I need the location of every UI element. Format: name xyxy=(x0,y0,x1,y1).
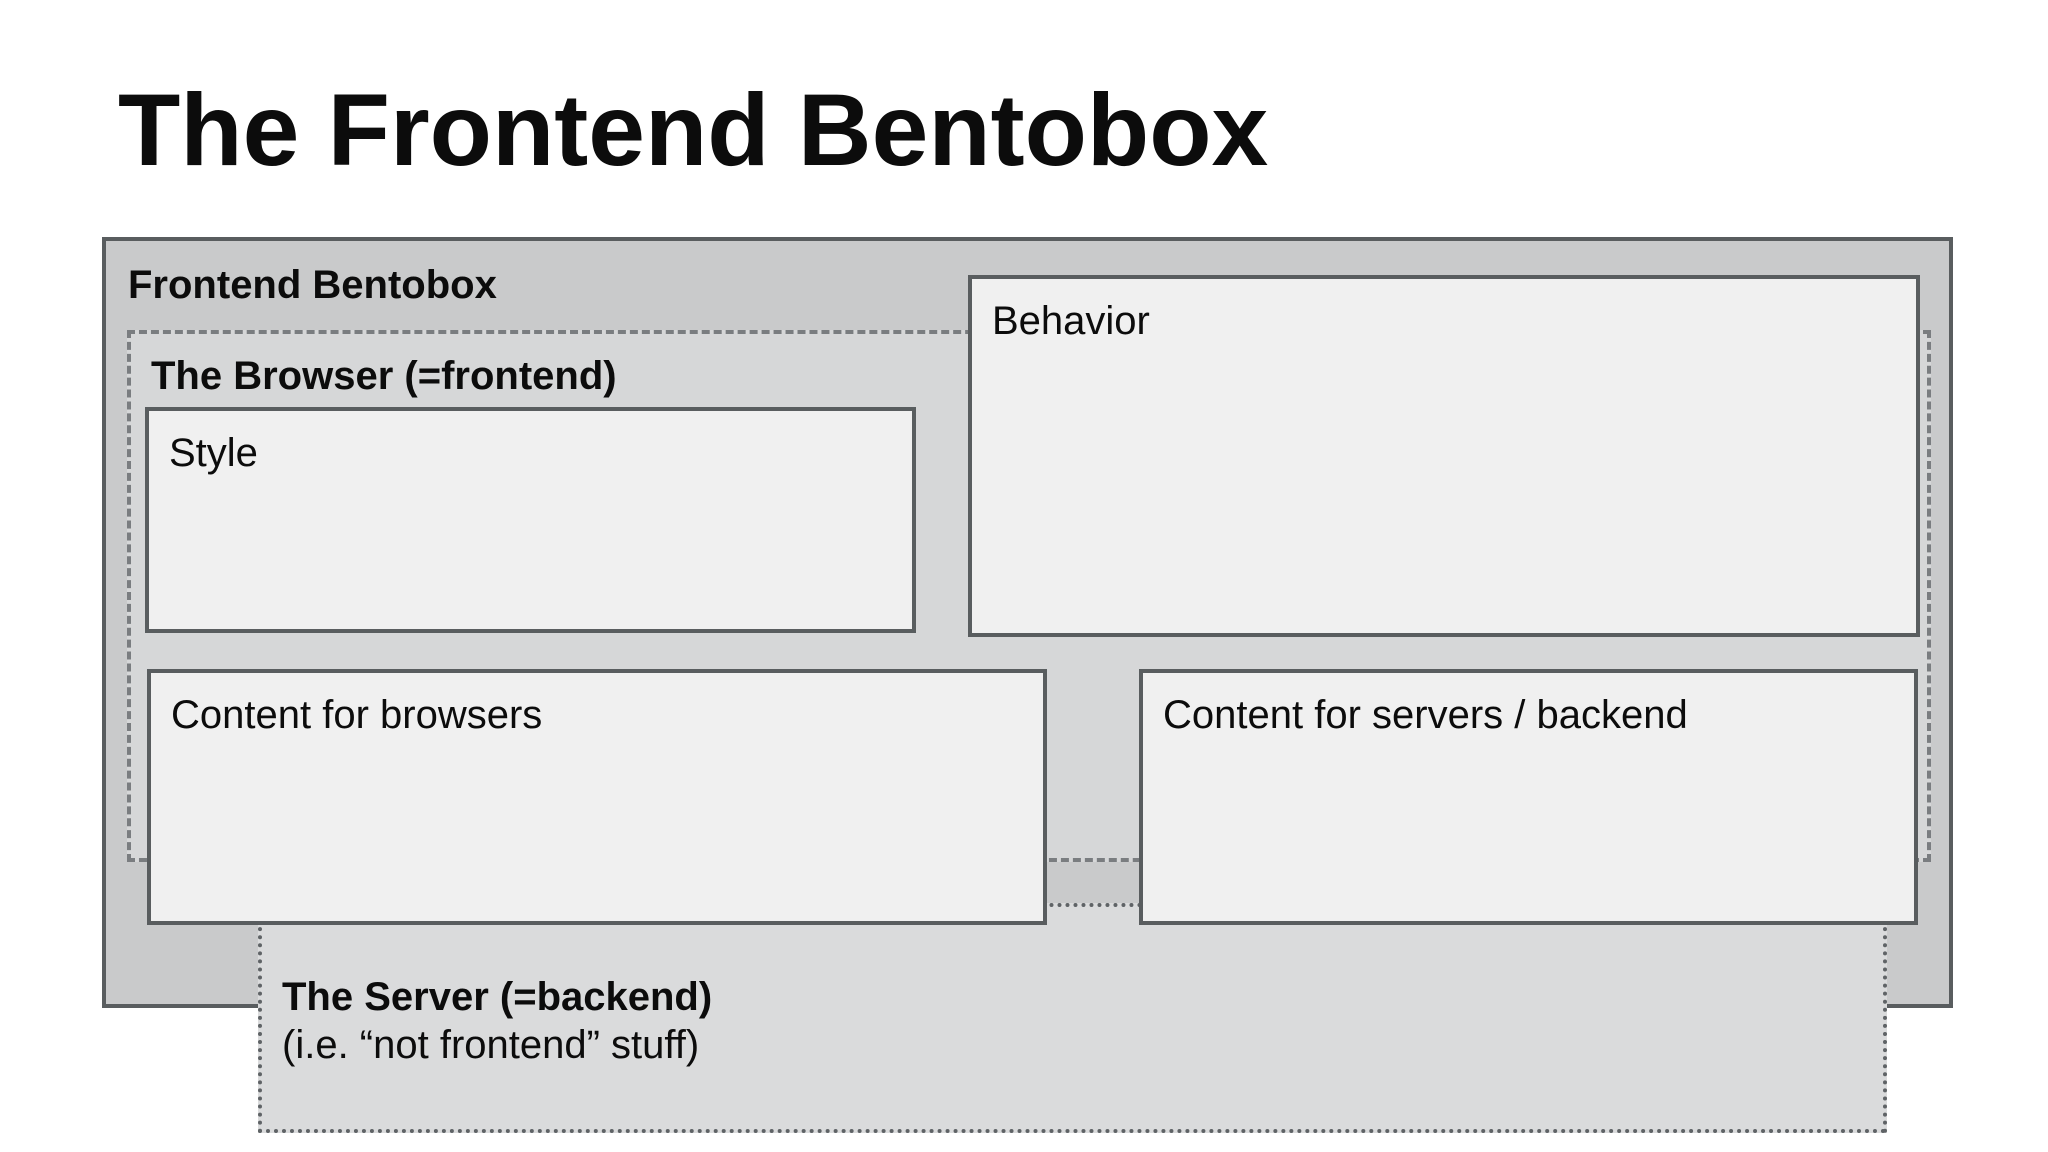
browser-frontend-label: The Browser (=frontend) xyxy=(151,354,617,398)
server-backend-sublabel: (i.e. “not frontend” stuff) xyxy=(282,1023,700,1067)
server-backend-group: The Server (=backend) (i.e. “not fronten… xyxy=(258,903,1887,1133)
page-title: The Frontend Bentobox xyxy=(118,73,1269,187)
behavior-box: Behavior xyxy=(968,275,1920,637)
content-for-browsers-box: Content for browsers xyxy=(147,669,1047,925)
style-box: Style xyxy=(145,407,916,633)
content-for-servers-label: Content for servers / backend xyxy=(1163,693,1688,737)
behavior-label: Behavior xyxy=(992,299,1150,343)
content-for-browsers-label: Content for browsers xyxy=(171,693,543,737)
content-for-servers-box: Content for servers / backend xyxy=(1139,669,1918,925)
style-label: Style xyxy=(169,431,258,475)
frontend-bentobox-label: Frontend Bentobox xyxy=(128,263,497,307)
server-backend-label: The Server (=backend) xyxy=(282,975,713,1019)
